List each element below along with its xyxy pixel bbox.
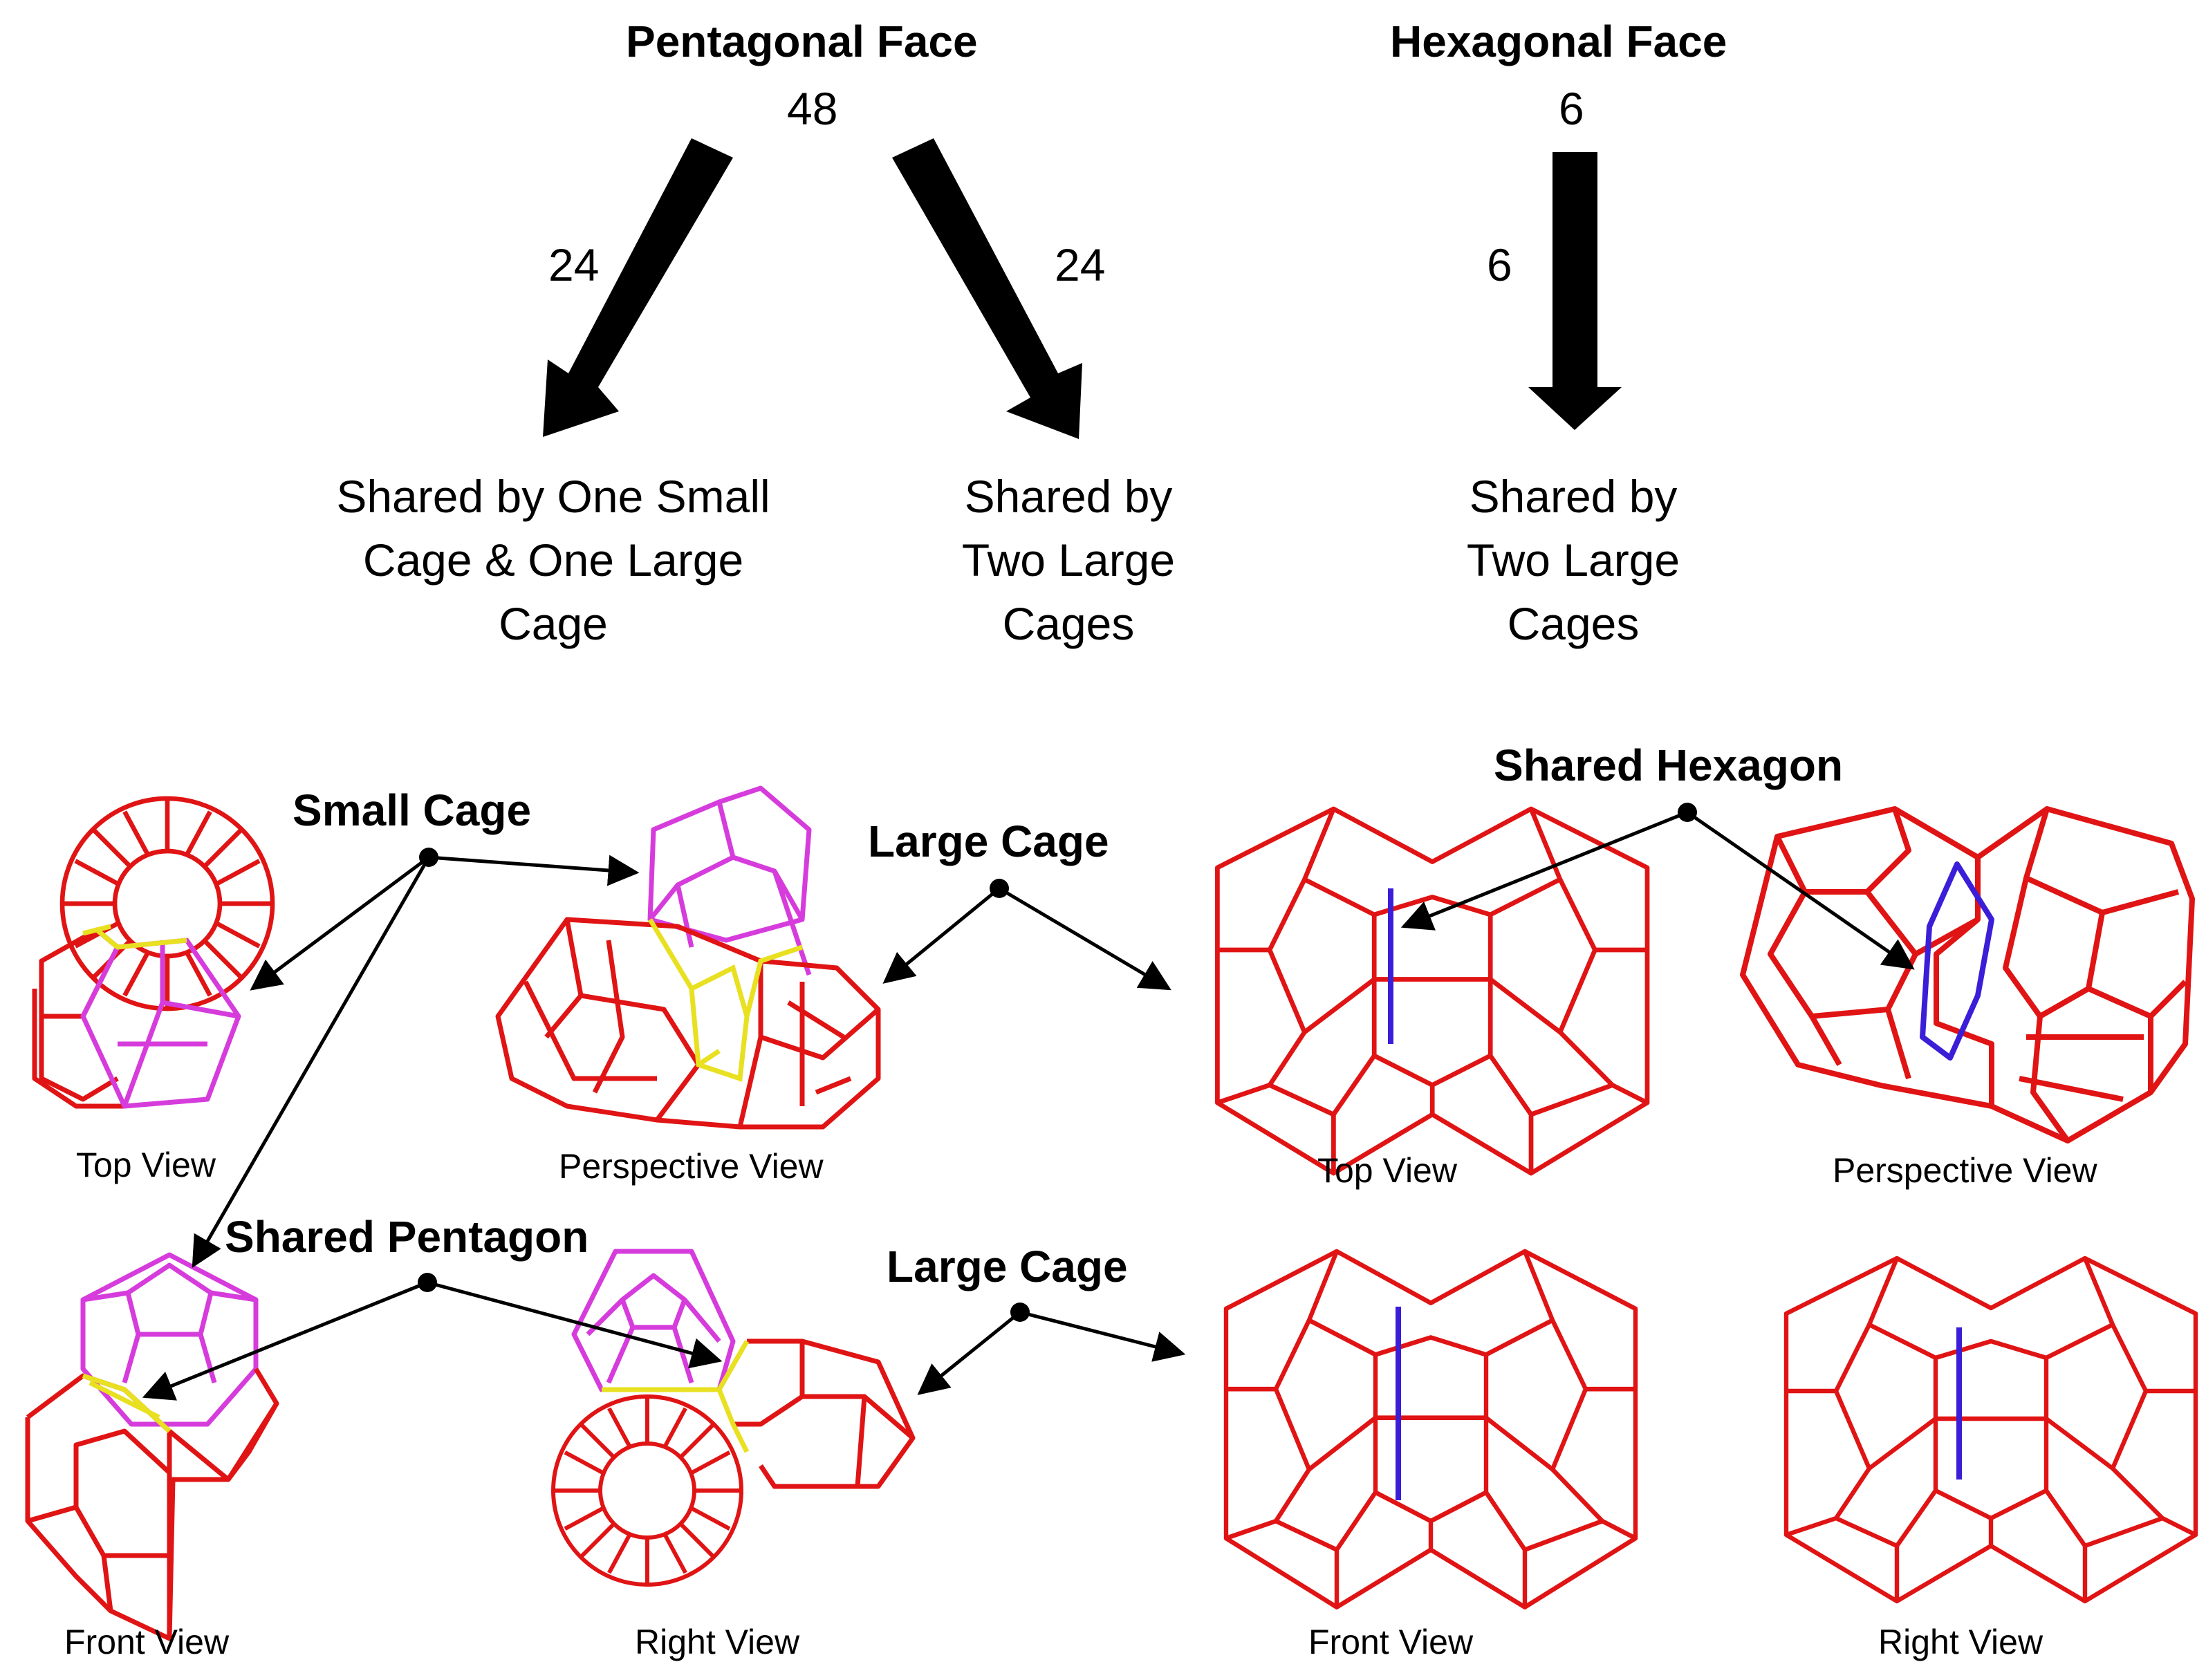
shared-hexagon-label: Shared Hexagon: [1494, 740, 1844, 790]
large-cage-bottom-label: Large Cage: [887, 1242, 1128, 1291]
small-cage-dot: [419, 848, 438, 867]
small-cage-perspective-view-shared-pentagon: [647, 918, 804, 1082]
large-cage-perspective-view-shared-hexagon: [1920, 861, 1994, 1061]
small-cage-front-view-large: [25, 1368, 279, 1641]
shared-pentagon-dot: [418, 1273, 437, 1292]
small-cage-top-view-small-cage: [80, 937, 241, 1109]
small-cage-right-view-small: [571, 1249, 736, 1392]
flow-arrows: [543, 138, 1622, 439]
small-right-view-label: Right View: [635, 1623, 800, 1661]
hexagonal-total: 6: [1559, 83, 1584, 134]
large-top-view-label: Top View: [1317, 1151, 1457, 1190]
callout-connectors: [142, 810, 1915, 1401]
arrow-pent-to-small-large: [543, 138, 733, 437]
large-cage-top-label: Large Cage: [868, 816, 1109, 866]
small-cage-right-view-large: [553, 1338, 916, 1585]
large-front-view-label: Front View: [1308, 1623, 1474, 1661]
small-cage-perspective-view-small: [647, 785, 812, 976]
small-front-view-label: Front View: [64, 1623, 230, 1661]
small-cage-right-view-shared-pentagon: [602, 1340, 750, 1453]
dest-small-and-large: Shared by One Small Cage & One Large Cag…: [336, 471, 770, 649]
small-top-view-label: Top View: [76, 1146, 216, 1184]
dest-two-large-pent: Shared by Two Large Cages: [961, 471, 1176, 649]
small-perspective-view-label: Perspective View: [559, 1147, 824, 1186]
callout-dots: [418, 803, 1697, 1322]
pentagonal-face-header: Pentagonal Face: [626, 17, 978, 66]
pentagonal-total: 48: [787, 83, 838, 134]
large-cage-perspective-view: [1740, 806, 2195, 1144]
small-cage-perspective-view-large: [495, 917, 881, 1130]
small-cage-front-view-small: [80, 1252, 259, 1427]
large-cage-top-dot: [990, 879, 1009, 898]
shared-hexagon-dot: [1678, 803, 1697, 822]
large-cage-right-view: [1786, 1258, 2196, 1601]
large-right-view-label: Right View: [1878, 1623, 2043, 1661]
large-cage-front-view: [1226, 1251, 1635, 1607]
right-branch-count: 24: [1055, 239, 1106, 290]
hex-branch-count: 6: [1487, 239, 1512, 290]
small-cage-top-view-shared-pentagon: [82, 924, 187, 950]
hexagonal-face-header: Hexagonal Face: [1390, 17, 1727, 66]
small-cage-front-view-shared-pentagon: [82, 1373, 172, 1433]
arrow-hex-to-two-large: [1528, 152, 1622, 430]
dest-two-large-hex: Shared by Two Large Cages: [1466, 471, 1680, 649]
arrow-pent-to-two-large: [892, 138, 1082, 439]
shared-pentagon-label: Shared Pentagon: [225, 1212, 589, 1262]
large-cage-bottom-dot: [1010, 1303, 1030, 1322]
large-perspective-view-label: Perspective View: [1833, 1151, 2097, 1190]
large-cage-top-view: [1217, 809, 1647, 1173]
small-cage-top-view: [32, 799, 272, 1109]
small-cage-label: Small Cage: [293, 785, 532, 835]
left-branch-count: 24: [548, 239, 600, 290]
